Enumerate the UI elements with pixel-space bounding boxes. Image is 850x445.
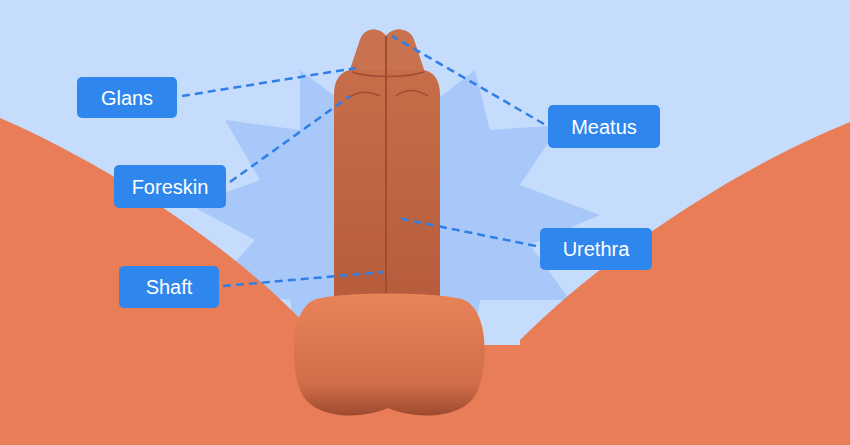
part-name: Shaft xyxy=(146,277,193,297)
scrotum-shape xyxy=(294,294,485,416)
label-box: Foreskin xyxy=(114,165,226,208)
leader-line xyxy=(182,68,356,96)
thigh-left xyxy=(0,118,320,445)
foreskin-fold xyxy=(348,72,428,98)
part-name: Glans xyxy=(101,88,153,108)
leader-line xyxy=(392,36,544,124)
label-box: Meatus xyxy=(548,105,660,148)
part-name: Foreskin xyxy=(132,177,209,197)
leader-line xyxy=(223,272,384,286)
leader-line xyxy=(398,218,536,246)
leader-line xyxy=(230,96,350,182)
part-name: Urethra xyxy=(563,239,630,259)
label-box: Urethra xyxy=(540,228,652,270)
part-name: Meatus xyxy=(571,117,637,137)
shaft-shape xyxy=(334,30,440,310)
label-box: Glans xyxy=(77,77,177,118)
urethra-line xyxy=(385,36,387,300)
label-box: Shaft xyxy=(119,266,219,308)
